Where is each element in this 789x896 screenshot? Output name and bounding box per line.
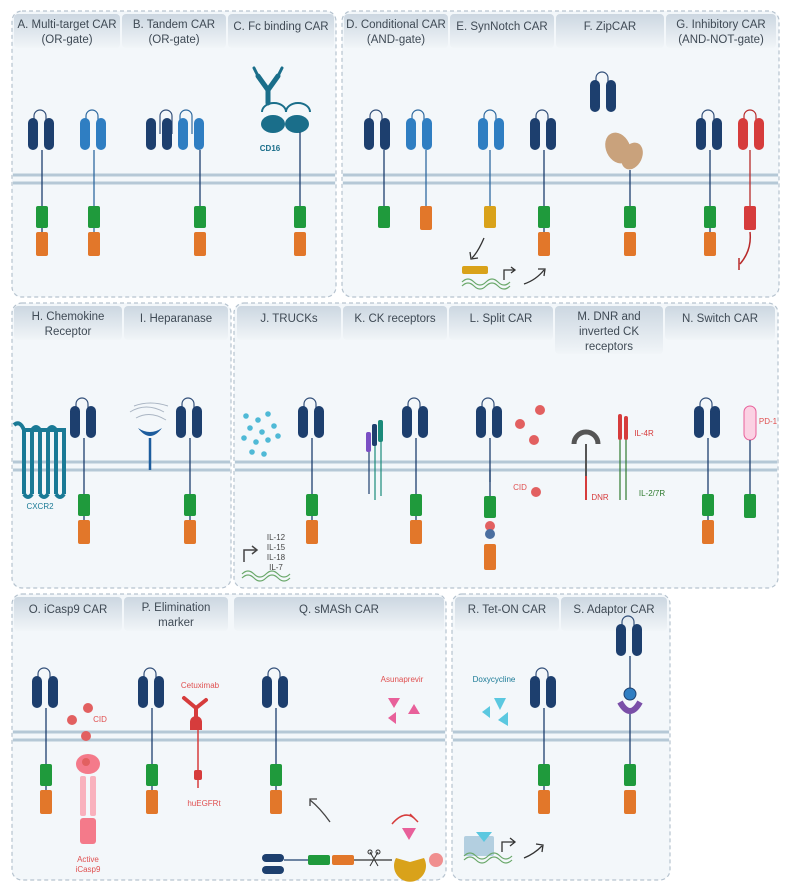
panel-k-ck-receptor: [366, 420, 383, 500]
panel-f-zipcar: [590, 71, 643, 256]
header-l: L. Split CAR: [449, 306, 553, 340]
membrane-mid-right: [235, 460, 777, 472]
header-p-line2: marker: [158, 617, 194, 629]
header-h-line1: H. Chemokine: [32, 311, 105, 323]
header-a-line1: A. Multi-target CAR: [17, 19, 116, 31]
header-j: J. TRUCKs: [237, 306, 341, 340]
membrane-bottom-right: [453, 730, 669, 742]
il7-label: IL-7: [269, 563, 283, 572]
header-m-line2: inverted CK: [579, 326, 639, 338]
il4r-label: IL-4R: [634, 429, 654, 438]
panel-m-inverted-ck: [618, 414, 628, 500]
il27r-label: IL-2/7R: [639, 489, 665, 498]
panel-q-asunaprevir: [388, 698, 420, 724]
header-g-line1: G. Inhibitory CAR: [676, 19, 765, 31]
header-c-line1: C. Fc binding CAR: [233, 21, 328, 33]
header-a-line2: (OR-gate): [41, 34, 92, 46]
header-d: D. Conditional CAR (AND-gate): [344, 14, 448, 48]
huegfrt-label: huEGFRt: [187, 799, 221, 808]
header-b-line2: (OR-gate): [148, 34, 199, 46]
header-e: E. SynNotch CAR: [450, 14, 554, 48]
dnr-label: DNR: [591, 493, 609, 502]
cid-label-l: CID: [513, 483, 527, 492]
icasp9-label: iCasp9: [76, 865, 101, 874]
panel-group-abc: [11, 10, 337, 298]
header-p: P. Elimination marker: [124, 597, 228, 631]
panel-c-fc-binding-car: [252, 66, 311, 256]
il18-label: IL-18: [267, 553, 286, 562]
asunaprevir-label: Asunaprevir: [381, 675, 424, 684]
panel-group-jn: [233, 302, 779, 589]
panel-d-conditional-car: [364, 109, 432, 230]
header-d-line1: D. Conditional CAR: [346, 19, 446, 31]
panel-p-cetuximab: [182, 696, 208, 788]
panel-o-icasp9: [76, 754, 100, 844]
il15-label: IL-15: [267, 543, 286, 552]
panel-r-tet-transgene: [463, 832, 544, 864]
header-p-line1: P. Elimination: [142, 602, 211, 614]
cd16-label: CD16: [260, 144, 281, 153]
header-n: N. Switch CAR: [665, 306, 775, 340]
il12-label: IL-12: [267, 533, 286, 542]
header-o-line1: O. iCasp9 CAR: [29, 604, 108, 616]
panel-l-cid-molecules: [515, 405, 545, 497]
active-label: Active: [77, 855, 99, 864]
header-m-line1: M. DNR and: [577, 311, 640, 323]
cxcr2-label: CXCR2: [26, 502, 54, 511]
header-h: H. Chemokine Receptor: [14, 306, 122, 340]
header-q: Q. sMASh CAR: [234, 597, 444, 631]
panel-i-heparanase: [129, 402, 169, 470]
panel-e-synnotch-car: [461, 109, 546, 290]
header-k-line1: K. CK receptors: [354, 313, 435, 325]
header-d-line2: (AND-gate): [367, 34, 425, 46]
panel-m-dnr: [571, 429, 601, 500]
header-k: K. CK receptors: [343, 306, 447, 340]
panel-q-smash-construct: [262, 798, 443, 882]
doxycycline-label: Doxycycline: [473, 675, 516, 684]
header-l-line1: L. Split CAR: [470, 313, 533, 325]
panel-h-cxcr2: [12, 421, 66, 499]
header-q-line1: Q. sMASh CAR: [299, 604, 379, 616]
pd1-label: PD-1: [759, 417, 778, 426]
header-i: I. Heparanase: [124, 306, 228, 340]
panel-l-split-car: [484, 470, 496, 570]
header-r-line1: R. Tet-ON CAR: [468, 604, 546, 616]
header-a: A. Multi-target CAR (OR-gate): [14, 14, 120, 48]
header-s: S. Adaptor CAR: [561, 597, 667, 631]
header-g-line2: (AND-NOT-gate): [678, 34, 764, 46]
panel-n-switch-car: [743, 405, 757, 518]
header-e-line1: E. SynNotch CAR: [456, 21, 547, 33]
cetuximab-label: Cetuximab: [181, 681, 220, 690]
header-b: B. Tandem CAR (OR-gate): [122, 14, 226, 48]
panel-group-defg: [341, 10, 780, 298]
header-o: O. iCasp9 CAR: [14, 597, 122, 631]
header-n-line1: N. Switch CAR: [682, 313, 758, 325]
header-h-line2: Receptor: [45, 326, 92, 338]
panel-o-cid: [67, 703, 93, 741]
panel-group-rs: [451, 593, 671, 881]
header-r: R. Tet-ON CAR: [455, 597, 559, 631]
membrane-top-left: [13, 173, 335, 185]
membrane-top-right: [343, 173, 778, 185]
header-f: F. ZipCAR: [556, 14, 664, 48]
header-m: M. DNR and inverted CK receptors: [555, 306, 663, 354]
header-f-line1: F. ZipCAR: [584, 21, 636, 33]
cid-label-o: CID: [93, 715, 107, 724]
header-j-line1: J. TRUCKs: [260, 313, 318, 325]
header-c: C. Fc binding CAR: [228, 14, 334, 48]
panel-j-transgene: [241, 545, 291, 582]
header-b-line1: B. Tandem CAR: [133, 19, 215, 31]
header-g: G. Inhibitory CAR (AND-NOT-gate): [666, 14, 776, 48]
panel-s-adaptor-car: [616, 615, 643, 814]
panel-group-opq: [11, 593, 447, 881]
panel-group-hi: [11, 302, 232, 589]
header-s-line1: S. Adaptor CAR: [573, 604, 654, 616]
header-m-line3: receptors: [585, 341, 633, 353]
panel-b-tandem-car: [146, 109, 206, 256]
panel-g-inhibitory-car: [738, 109, 764, 270]
panel-j-cytokine-dots: [241, 411, 281, 457]
header-i-line1: I. Heparanase: [140, 313, 212, 325]
panel-r-doxycycline: [482, 698, 508, 726]
